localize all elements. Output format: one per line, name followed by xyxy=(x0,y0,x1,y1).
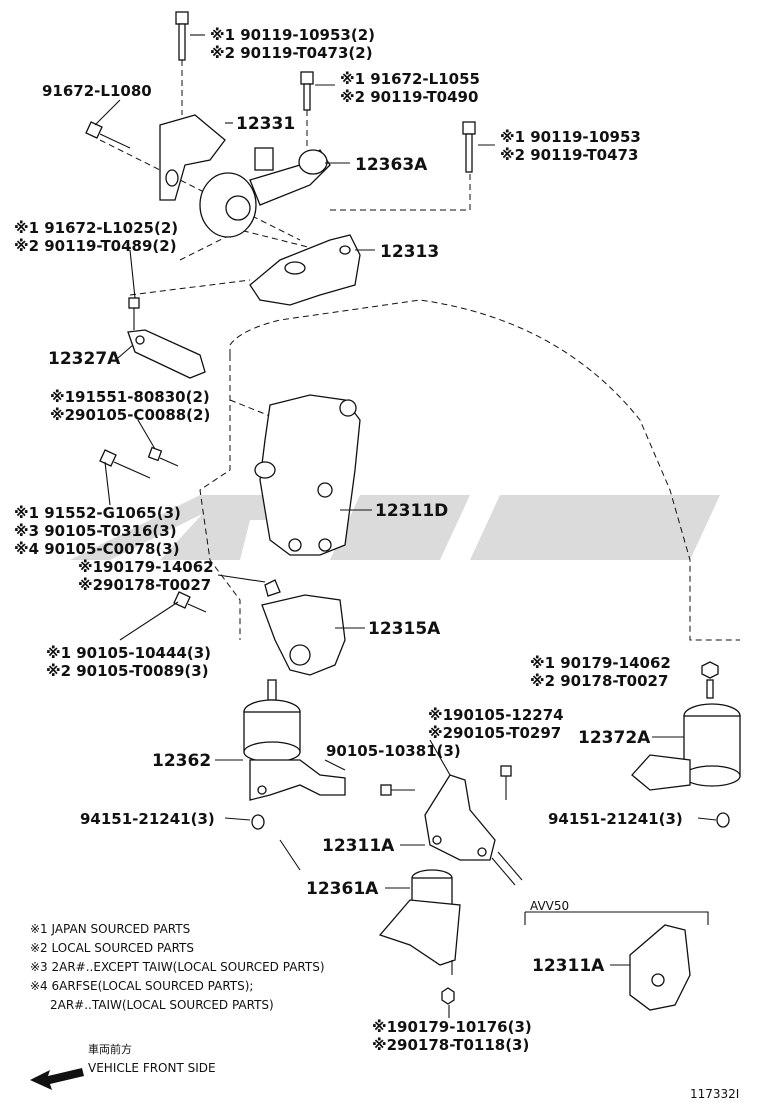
bolt-mid-1 xyxy=(380,784,415,796)
nut-12361A xyxy=(441,987,455,1005)
legend-line-5: 2AR#..TAIW(LOCAL SOURCED PARTS) xyxy=(50,998,274,1012)
callout-l1: 90105-10381(3) xyxy=(326,742,461,760)
bolt-top-1 xyxy=(175,11,189,115)
legend-line-1: ※1 JAPAN SOURCED PARTS xyxy=(30,922,190,936)
part-label-12372A: 12372A xyxy=(578,728,651,748)
callout-h1: ※190179-14062 xyxy=(78,558,214,576)
vehicle-front-label-en: VEHICLE FRONT SIDE xyxy=(88,1061,216,1075)
callout-j2: ※2 90178-T0027 xyxy=(530,672,668,690)
callout-d2: ※2 90119-T0473 xyxy=(500,146,638,164)
callout-h2: ※290178-T0027 xyxy=(78,576,211,594)
callout-j1: ※1 90179-14062 xyxy=(530,654,671,672)
callout-g4: ※4 90105-C0078(3) xyxy=(14,540,180,558)
part-label-12315A: 12315A xyxy=(368,619,441,639)
callout-f2: ※290105-C0088(2) xyxy=(50,406,210,424)
bracket-12315A xyxy=(261,579,346,676)
callout-g3: ※3 90105-T0316(3) xyxy=(14,522,177,540)
bolt-left-2 xyxy=(147,446,179,467)
part-label-12331: 12331 xyxy=(236,114,295,134)
callout-m1: 94151-21241(3) xyxy=(80,810,215,828)
bolt-mid-2 xyxy=(500,765,512,800)
part-label-12311D: 12311D xyxy=(375,501,448,521)
rod-12327A xyxy=(127,297,206,379)
bracket-12313 xyxy=(249,234,361,306)
callout-i2: ※2 90105-T0089(3) xyxy=(46,662,209,680)
part-label-12327A: 12327A xyxy=(48,349,121,369)
callout-g1: ※1 91552-G1065(3) xyxy=(14,504,181,522)
figure-id: 117332I xyxy=(690,1087,739,1101)
callout-k1: ※190105-12274 xyxy=(428,706,564,724)
avv50-label: AVV50 xyxy=(530,899,569,913)
engine-outline-left xyxy=(199,355,241,640)
part-label-12361A: 12361A xyxy=(306,879,379,899)
bolt-top-3 xyxy=(462,121,476,173)
part-label-12313: 12313 xyxy=(380,242,439,262)
callout-a2: ※2 90119-T0473(2) xyxy=(210,44,373,62)
callout-n2: ※290178-T0118(3) xyxy=(372,1036,529,1054)
bolt-top-2 xyxy=(300,71,314,150)
callout-c1: ※1 91672-L1055 xyxy=(340,70,480,88)
bracket-12311A xyxy=(424,774,496,861)
legend: ※1 JAPAN SOURCED PARTS ※2 LOCAL SOURCED … xyxy=(30,922,325,1012)
bolt-left-3 xyxy=(99,449,151,479)
watermark-logo xyxy=(70,495,720,560)
bracket-12331 xyxy=(159,114,226,201)
callout-e1: ※1 91672-L1025(2) xyxy=(14,219,178,237)
callout-m2: 94151-21241(3) xyxy=(548,810,683,828)
mount-12363A xyxy=(199,147,331,238)
legend-line-2: ※2 LOCAL SOURCED PARTS xyxy=(30,941,194,955)
callout-b1: 91672-L1080 xyxy=(42,82,152,100)
vehicle-front-arrow xyxy=(30,1068,84,1090)
callout-k2: ※290105-T0297 xyxy=(428,724,561,742)
callout-n1: ※190179-10176(3) xyxy=(372,1018,532,1036)
callout-i1: ※1 90105-10444(3) xyxy=(46,644,211,662)
callout-e2: ※2 90119-T0489(2) xyxy=(14,237,177,255)
callout-a1: ※1 90119-10953(2) xyxy=(210,26,375,44)
bracket-12311A-avv50 xyxy=(524,911,709,1011)
bolt-left-1 xyxy=(85,121,131,149)
engine-outline xyxy=(229,299,740,641)
mount-12362 xyxy=(243,679,346,801)
part-label-12363A: 12363A xyxy=(355,155,428,175)
mount-12372A xyxy=(631,661,741,791)
callout-d1: ※1 90119-10953 xyxy=(500,128,641,146)
nut-12362 xyxy=(251,814,265,830)
part-label-12362: 12362 xyxy=(152,751,211,771)
vehicle-front-label-jp: 車両前方 xyxy=(88,1042,132,1056)
legend-line-4: ※4 6ARFSE(LOCAL SOURCED PARTS); xyxy=(30,979,253,993)
part-label-12311A: 12311A xyxy=(322,836,395,856)
part-label-12311A-avv50: 12311A xyxy=(532,956,605,976)
legend-line-3: ※3 2AR#..EXCEPT TAIW(LOCAL SOURCED PARTS… xyxy=(30,960,325,974)
leader-lines xyxy=(94,34,717,1018)
callout-c2: ※2 90119-T0490 xyxy=(340,88,478,106)
nut-12372A xyxy=(716,812,730,828)
callout-f1: ※191551-80830(2) xyxy=(50,388,210,406)
bolt-left-4 xyxy=(173,591,207,613)
bracket-12311D xyxy=(254,394,361,556)
mount-12361A xyxy=(378,869,461,975)
